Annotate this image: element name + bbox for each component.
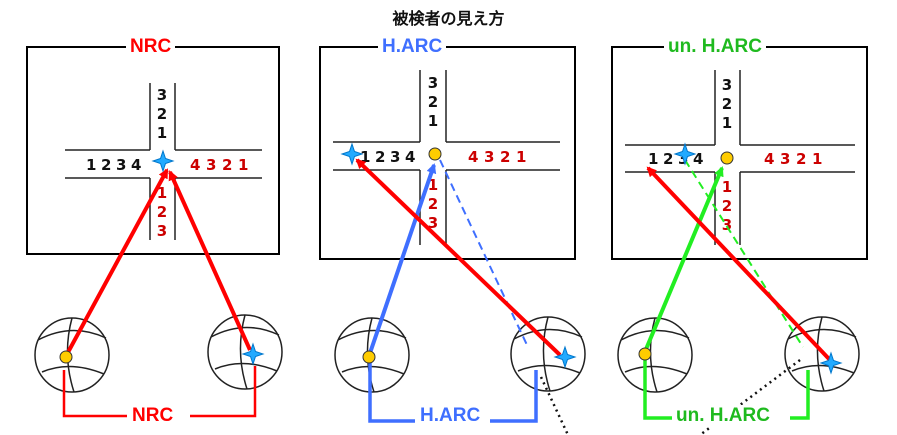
bracket-label-unharc: un. H.ARC [672, 405, 774, 427]
num-right: 2 [796, 150, 806, 168]
num-left: 2 [663, 150, 673, 168]
num-right: 3 [484, 148, 494, 166]
num-bottom: 3 [722, 216, 732, 234]
panel-heading-unharc: un. H.ARC [664, 36, 766, 58]
panel-nrc: 3 2 1 1 2 3 4 4 3 2 1 1 2 3 [26, 46, 283, 418]
num-left: 3 [390, 148, 400, 166]
cross-grid [65, 83, 262, 240]
grid-numbers: 3 2 1 1 2 3 4 4 3 2 1 1 2 3 [86, 86, 248, 240]
num-left: 3 [116, 156, 126, 174]
num-top: 3 [428, 74, 438, 92]
fixation-dot-icon [362, 350, 376, 364]
num-bottom: 2 [157, 203, 167, 221]
num-left: 4 [131, 156, 141, 174]
num-top: 2 [157, 105, 167, 123]
dashed-axis [684, 159, 804, 348]
num-right: 4 [468, 148, 478, 166]
bracket-label-nrc: NRC [128, 405, 178, 427]
visual-axis-arrow [64, 168, 169, 357]
num-right: 4 [764, 150, 774, 168]
num-left: 1 [648, 150, 658, 168]
num-left: 2 [101, 156, 111, 174]
num-right: 4 [190, 156, 200, 174]
num-left: 2 [375, 148, 385, 166]
num-top: 2 [722, 95, 732, 113]
num-top: 3 [722, 76, 732, 94]
eye-icon [510, 316, 586, 392]
num-right: 1 [516, 148, 526, 166]
num-bottom: 1 [722, 178, 732, 196]
num-right: 3 [780, 150, 790, 168]
fixation-dot-icon [428, 147, 442, 161]
visual-axis-arrow [355, 158, 562, 357]
num-bottom: 2 [428, 195, 438, 213]
num-bottom: 3 [157, 222, 167, 240]
panel-harc: 3 2 1 1 2 3 4 4 3 2 1 1 2 3 [319, 46, 586, 435]
num-bottom: 1 [428, 176, 438, 194]
num-left: 4 [693, 150, 703, 168]
fixation-dot-icon [720, 151, 734, 165]
num-right: 1 [812, 150, 822, 168]
num-bottom: 3 [428, 214, 438, 232]
bracket-label-harc: H.ARC [416, 405, 485, 427]
panel-heading-harc: H.ARC [378, 36, 447, 58]
num-top: 1 [428, 112, 438, 130]
dashed-axis [439, 159, 528, 346]
num-right: 1 [238, 156, 248, 174]
visual-axis-arrow [367, 163, 437, 357]
num-top: 3 [157, 86, 167, 104]
num-top: 1 [722, 114, 732, 132]
panel-heading-nrc: NRC [126, 36, 176, 58]
num-right: 2 [500, 148, 510, 166]
num-top: 1 [157, 124, 167, 142]
visual-axis-arrow [168, 170, 252, 351]
screen-frame [319, 46, 576, 260]
num-left: 1 [86, 156, 96, 174]
num-top: 2 [428, 93, 438, 111]
grid-numbers: 3 2 1 1 2 3 4 4 3 2 1 1 2 3 [648, 76, 822, 234]
fixation-dot-icon [59, 350, 73, 364]
dotted-pointer [539, 376, 570, 435]
visual-axis-arrow [646, 166, 832, 362]
bracket-line [368, 360, 538, 423]
panel-unharc: 3 2 1 1 2 3 4 4 3 2 1 1 2 3 [611, 46, 868, 435]
fixation-dot-icon [638, 347, 652, 361]
num-left: 1 [360, 148, 370, 166]
num-right: 2 [222, 156, 232, 174]
cross-grid [333, 70, 560, 245]
num-bottom: 1 [157, 184, 167, 202]
grid-numbers: 3 2 1 1 2 3 4 4 3 2 1 1 2 3 [360, 74, 526, 232]
num-left: 4 [405, 148, 415, 166]
eye-icon [207, 314, 283, 390]
num-right: 3 [206, 156, 216, 174]
page-title: 被検者の見え方 [392, 9, 505, 28]
bracket-line [62, 366, 257, 418]
num-bottom: 2 [722, 197, 732, 215]
bracket-line [643, 360, 810, 420]
